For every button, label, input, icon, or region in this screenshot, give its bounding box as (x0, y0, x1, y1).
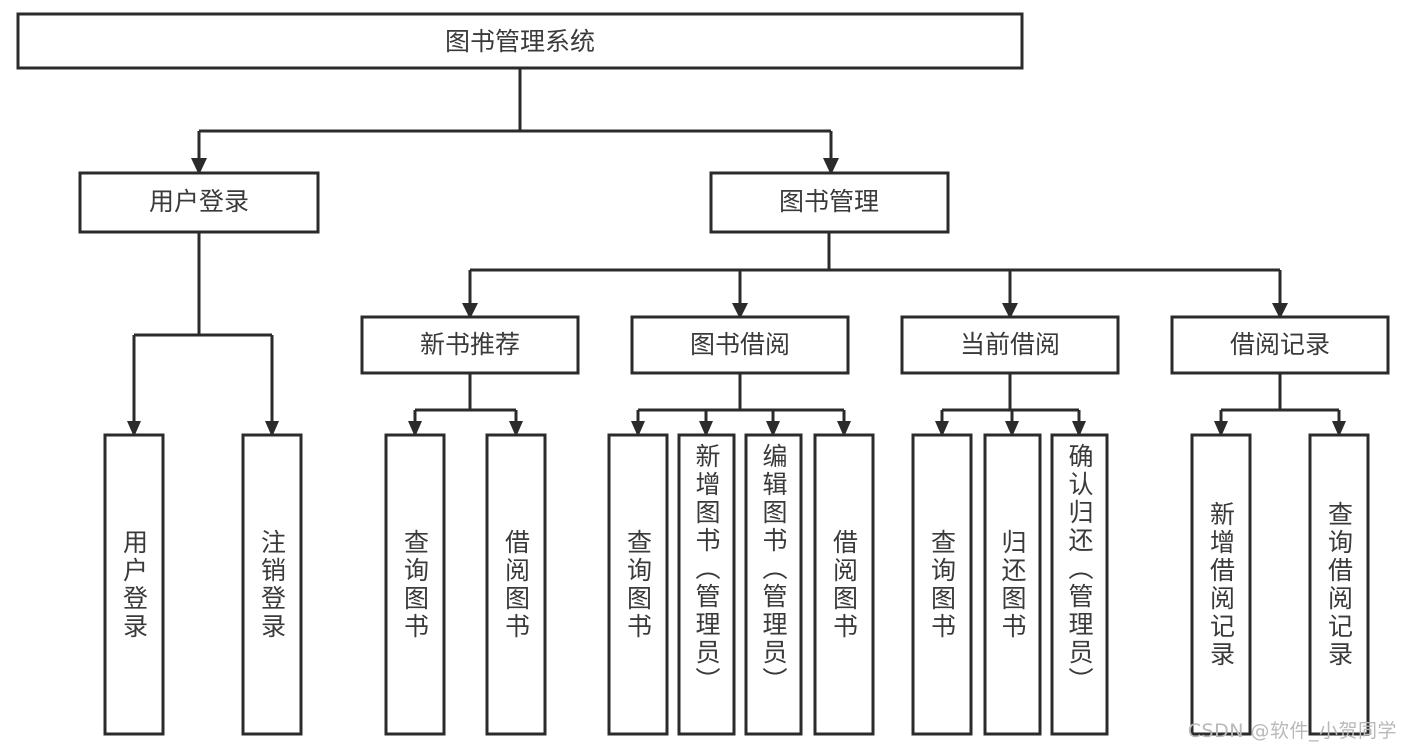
arrow-to-leaf-1 (127, 421, 141, 437)
leaf-label-text: 用户登录 (119, 528, 149, 641)
node-user-login[interactable]: 用户登录 (78, 171, 320, 234)
leaf-label-text: 查询图书 (623, 528, 653, 641)
leaf-box-query-book-1[interactable] (384, 433, 446, 736)
arrow-to-leaf-2 (265, 421, 279, 437)
arrow-to-leaf-7 (766, 421, 780, 437)
node-book-borrow[interactable]: 图书借阅 (630, 315, 850, 375)
arrow-to-leaf-12 (1214, 421, 1228, 437)
leaf-label-user-login[interactable]: 用户登录 (105, 435, 163, 734)
root-box[interactable] (16, 12, 1024, 70)
arrow-to-current-borrow (1002, 303, 1018, 319)
node-current-borrow[interactable]: 当前借阅 (900, 315, 1120, 375)
leaf-box-edit-book-admin[interactable] (744, 433, 803, 736)
book-management-box[interactable] (709, 171, 950, 234)
leaf-label-borrow-book-1[interactable]: 借阅图书 (487, 435, 545, 734)
leaf-box-add-record[interactable] (1190, 433, 1252, 736)
leaf-label-text: 编辑图书（管理员） (759, 443, 788, 695)
leaf-box-query-book-3[interactable] (911, 433, 973, 736)
arrow-to-leaf-6 (699, 421, 713, 437)
leaf-label-text: 查询图书 (400, 528, 430, 641)
book-management-label: 图书管理 (779, 187, 879, 216)
leaf-label-edit-book-admin[interactable]: 编辑图书（管理员） (746, 435, 801, 734)
arrow-to-leaf-4 (509, 421, 523, 437)
leaf-label-text: 新增借阅记录 (1206, 500, 1236, 669)
leaf-label-borrow-book-2[interactable]: 借阅图书 (815, 435, 873, 734)
leaf-label-logout[interactable]: 注销登录 (243, 435, 301, 734)
leaf-box-logout[interactable] (241, 433, 303, 736)
leaf-box-query-book-2[interactable] (607, 433, 669, 736)
current-borrow-box[interactable] (900, 315, 1120, 375)
arrow-to-borrow-records (1272, 303, 1288, 319)
user-login-label: 用户登录 (149, 187, 249, 216)
connector-root-to-bus (197, 68, 833, 160)
connector-newbook-to-bus (413, 373, 518, 423)
arrow-to-new-book (462, 303, 478, 319)
arrow-to-leaf-9 (935, 421, 949, 437)
leaf-label-text: 借阅图书 (501, 528, 531, 641)
node-borrow-records[interactable]: 借阅记录 (1170, 315, 1390, 375)
leaf-label-query-book-2[interactable]: 查询图书 (609, 435, 667, 734)
arrowhead-layer (127, 158, 1346, 437)
leaf-label-text: 借阅图书 (829, 528, 859, 641)
leaf-box-layer[interactable] (103, 433, 1370, 736)
root-label: 图书管理系统 (445, 27, 595, 56)
arrow-to-leaf-10 (1005, 421, 1019, 437)
connector-records-to-bus (1219, 373, 1341, 423)
arrow-to-leaf-11 (1072, 421, 1086, 437)
leaf-label-add-book-admin[interactable]: 新增图书（管理员） (679, 435, 734, 734)
connector-current-to-bus (940, 373, 1081, 423)
connector-layer (132, 68, 1341, 423)
book-borrow-label: 图书借阅 (690, 330, 790, 359)
leaf-label-query-book-3[interactable]: 查询图书 (913, 435, 971, 734)
borrow-records-box[interactable] (1170, 315, 1390, 375)
leaf-label-text: 查询借阅记录 (1324, 500, 1354, 669)
leaf-label-text: 归还图书 (998, 528, 1027, 641)
leaf-box-borrow-book-1[interactable] (485, 433, 547, 736)
leaf-label-text: 查询图书 (927, 528, 957, 641)
connector-userlogin-to-bus (132, 232, 274, 423)
arrow-to-book-borrow (732, 303, 748, 319)
leaf-box-return-book[interactable] (983, 433, 1042, 736)
leaf-label-return-book[interactable]: 归还图书 (985, 435, 1040, 734)
leaf-box-query-record[interactable] (1308, 433, 1370, 736)
leaf-label-query-book-1[interactable]: 查询图书 (386, 435, 444, 734)
new-book-recommend-box[interactable] (360, 315, 580, 375)
leaf-label-add-record[interactable]: 新增借阅记录 (1192, 435, 1250, 734)
leaf-box-user-login[interactable] (103, 433, 165, 736)
leaf-label-query-record[interactable]: 查询借阅记录 (1310, 435, 1368, 734)
node-book-management[interactable]: 图书管理 (709, 171, 950, 234)
leaf-box-add-book-admin[interactable] (677, 433, 736, 736)
arrow-to-leaf-13 (1332, 421, 1346, 437)
node-new-book-recommend[interactable]: 新书推荐 (360, 315, 580, 375)
arrow-to-leaf-8 (837, 421, 851, 437)
arrow-to-leaf-3 (408, 421, 422, 437)
borrow-records-label: 借阅记录 (1230, 330, 1330, 359)
csdn-watermark: CSDN @软件_小贺同学 (1187, 720, 1397, 742)
leaf-label-text: 新增图书（管理员） (692, 443, 721, 695)
leaf-box-confirm-return[interactable] (1050, 433, 1109, 736)
leaf-label-text: 注销登录 (257, 528, 287, 641)
book-borrow-box[interactable] (630, 315, 850, 375)
user-login-box[interactable] (78, 171, 320, 234)
leaf-box-borrow-book-2[interactable] (813, 433, 875, 736)
leaf-label-confirm-return[interactable]: 确认归还（管理员） (1052, 435, 1107, 734)
leaf-label-text: 确认归还（管理员） (1065, 443, 1094, 695)
connector-bookmgmt-to-bus (468, 232, 1282, 305)
new-book-recommend-label: 新书推荐 (420, 330, 520, 359)
connector-borrow-to-bus (636, 373, 846, 423)
arrow-to-book-mgmt (823, 158, 839, 175)
current-borrow-label: 当前借阅 (960, 330, 1060, 359)
arrow-to-leaf-5 (631, 421, 645, 437)
node-root-system[interactable]: 图书管理系统 (16, 12, 1024, 70)
arrow-to-user-login (191, 158, 207, 175)
